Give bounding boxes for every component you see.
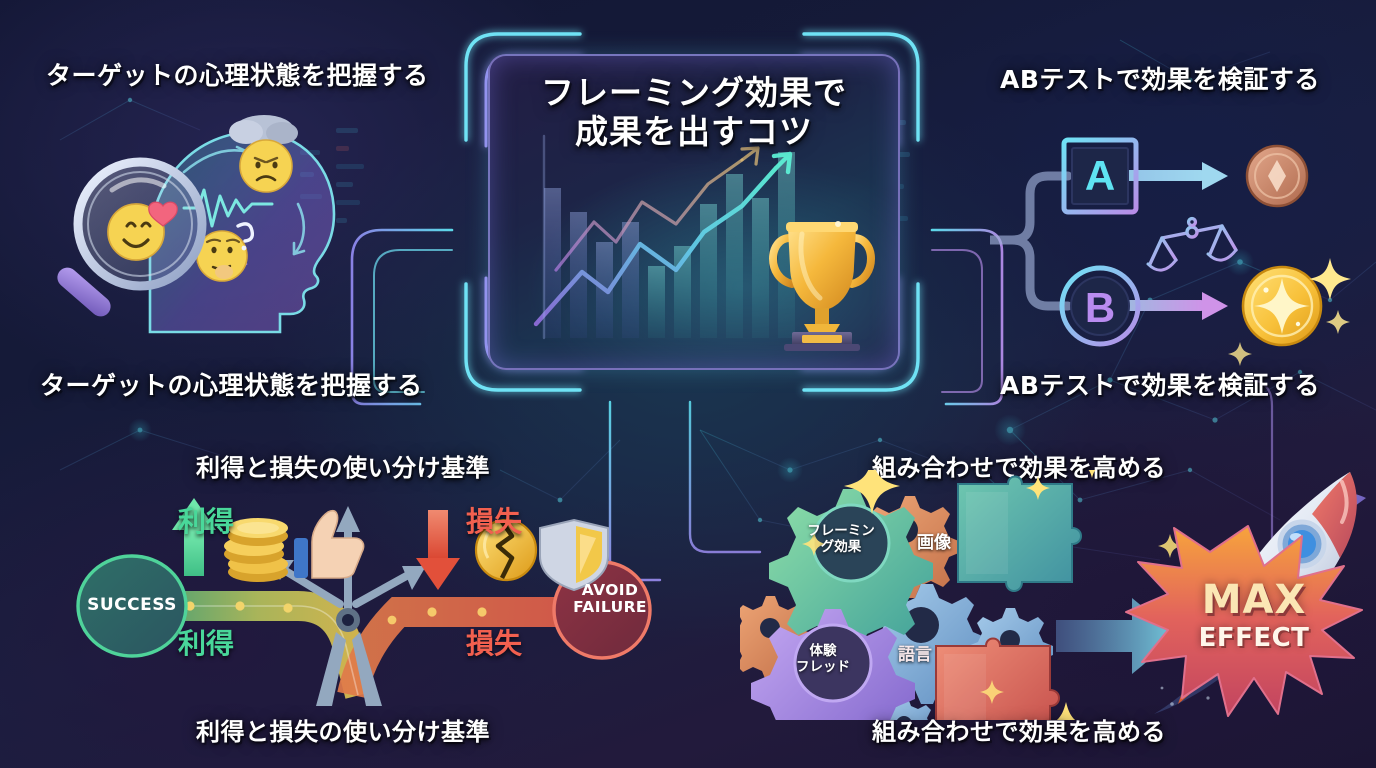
gear-label-framing-line1: フレーミン: [807, 523, 875, 539]
gear-label-framing: フレーミン グ効果: [786, 523, 896, 555]
burst-label-effect: EFFECT: [1198, 623, 1310, 653]
gain-label-bottom: 利得: [178, 627, 235, 660]
arrow-right-icon-b: [1126, 292, 1228, 320]
gear-label-framing-line2: グ効果: [820, 539, 862, 556]
caption-gainloss-bottom: 利得と損失の使い分け基準: [196, 718, 490, 746]
variant-a-box: [1061, 137, 1139, 215]
loss-label-top: 損失: [466, 505, 523, 538]
arrow-right-icon-a: [1126, 162, 1228, 190]
up-arrow-icon: [172, 498, 216, 576]
gear-label-experience: 体験 フレッド: [768, 643, 878, 675]
sparkle-icon: [1228, 258, 1351, 366]
variant-b-circle: [1059, 265, 1141, 347]
caption-abtest-bottom: ABテストで効果を検証する: [1000, 371, 1320, 400]
burst-label-max: MAX: [1201, 577, 1307, 623]
node-avoid-failure-label: AVOID FAILURE: [556, 581, 664, 617]
puzzle-piece-image: [957, 475, 1082, 592]
gear-icon-experience: [751, 609, 915, 720]
storm-face-emoji: [229, 115, 298, 193]
smiling-heart-emoji: [107, 201, 178, 261]
abtest-illustration: A B: [990, 137, 1351, 366]
caption-psychology-top: ターゲットの心理状態を把握する: [46, 61, 429, 90]
gear-label-experience-line2: フレッド: [796, 659, 850, 676]
center-panel: フレーミング効果で 成果を出すコツ: [452, 22, 932, 402]
trophy-icon: [769, 221, 875, 351]
node-success: [76, 554, 188, 658]
thinking-face-emoji: [196, 222, 255, 282]
gain-label-top: 利得: [178, 505, 235, 538]
puzzle-label-image: 画像: [917, 533, 951, 553]
caption-combination-bottom: 組み合わせで効果を高める: [872, 718, 1166, 746]
gold-coin-icon: [1241, 265, 1323, 347]
panel-title-line2: 成果を出すコツ: [575, 111, 813, 151]
starburst-icon: [1125, 525, 1363, 717]
balance-scale-icon: [1146, 216, 1238, 300]
node-avoid-line2: FAILURE: [573, 598, 647, 617]
panel-title: フレーミング効果で 成果を出すコツ: [490, 73, 898, 152]
panel-screen: フレーミング効果で 成果を出すコツ: [488, 54, 900, 370]
puzzle-label-language: 語言: [898, 645, 932, 665]
gear-label-experience-line1: 体験: [809, 643, 837, 659]
caption-psychology-bottom: ターゲットの心理状態を把握する: [40, 371, 423, 400]
node-success-label: SUCCESS: [87, 595, 177, 616]
psychology-illustration: [57, 115, 336, 334]
caption-gainloss-top: 利得と損失の使い分け基準: [196, 454, 490, 482]
bronze-coin-icon: [1245, 144, 1309, 208]
loss-label-bottom: 損失: [466, 627, 523, 660]
sparkle-icon-group: [802, 470, 1182, 720]
node-avoid-line1: AVOID: [581, 581, 639, 599]
gainloss-illustration: [76, 498, 652, 706]
thumbs-up-icon: [294, 510, 365, 579]
gear-icon-framing: [769, 489, 933, 653]
growth-chart-icon: [533, 134, 795, 340]
panel-title-line1: フレーミング効果で: [541, 73, 847, 112]
puzzle-piece-language: [935, 637, 1060, 720]
down-arrow-icon: [416, 510, 460, 590]
shield-icon: [539, 518, 609, 592]
caption-abtest-top: ABテストで効果を検証する: [1000, 65, 1320, 94]
combination-illustration: [740, 470, 1366, 720]
coin-stack-icon: [224, 518, 288, 582]
crossroads-arrow-heads: [266, 506, 426, 706]
broken-coin-icon: [474, 518, 538, 582]
variant-b-label: B: [1085, 284, 1115, 331]
variant-a-label: A: [1085, 152, 1115, 199]
